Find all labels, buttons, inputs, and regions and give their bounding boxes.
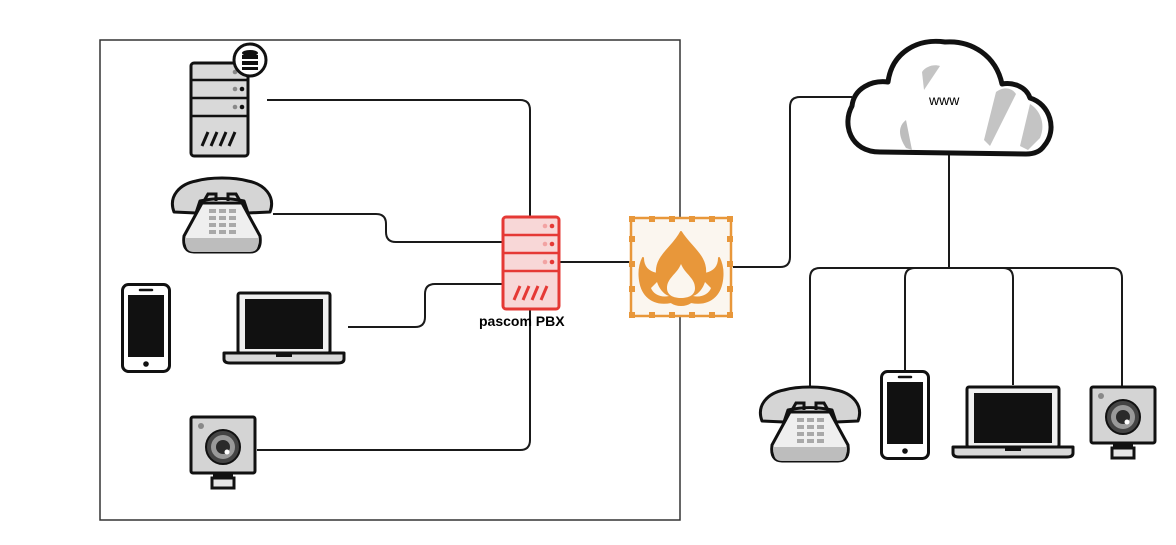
desk-phone-icon (170, 176, 274, 254)
link-switch-laptop (1002, 267, 1014, 385)
link-switch-bus (809, 267, 1123, 388)
firewall-icon (629, 216, 733, 318)
link-camera-pbx (257, 310, 531, 451)
link-laptop-pbx (348, 283, 502, 328)
remote-security-camera-icon (1089, 385, 1157, 460)
connection-lines (257, 96, 1123, 451)
cloud-icon (845, 38, 1054, 157)
smartphone-icon (121, 283, 171, 373)
link-firewall-cloud (733, 96, 852, 268)
remote-laptop-icon (951, 385, 1075, 459)
security-camera-icon (189, 415, 257, 490)
pbx-label: pascom PBX (479, 313, 565, 329)
remote-smartphone-icon (880, 370, 930, 460)
database-badge-icon (232, 42, 268, 78)
remote-desk-phone-icon (758, 385, 862, 463)
database-server-icon (189, 61, 250, 158)
lan-boundary (99, 39, 681, 521)
pbx-server-icon (501, 215, 561, 311)
link-server-pbx (267, 99, 531, 220)
link-phone-pbx (273, 213, 502, 243)
laptop-icon (222, 291, 346, 365)
cloud-label: www (929, 92, 960, 108)
link-switch-mobile (904, 267, 916, 372)
